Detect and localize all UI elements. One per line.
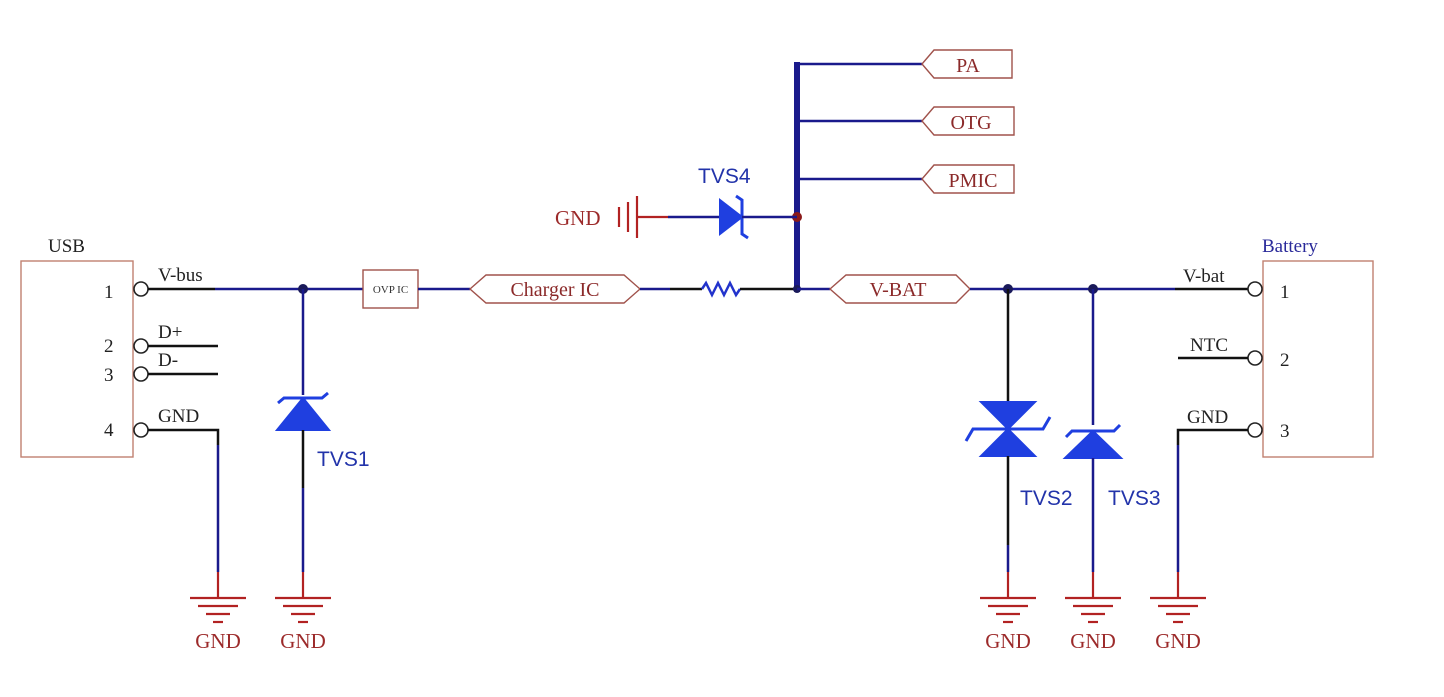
usb-pin1-number: 1	[104, 282, 114, 303]
tvs2-label: TVS2	[1020, 487, 1073, 510]
usb-pin2-terminal	[133, 338, 149, 354]
vbat-port: V-BAT	[828, 274, 971, 304]
usb-title: USB	[48, 236, 85, 257]
usb-dminus-label: D-	[158, 350, 178, 371]
battery-connector: Battery 1 2 3 V-bat NTC GND	[1176, 236, 1374, 572]
otg-label: OTG	[950, 112, 991, 134]
vbat-label: V-BAT	[869, 279, 926, 301]
tvs4-gnd-label: GND	[555, 206, 601, 230]
usb-dplus-label: D+	[158, 322, 182, 343]
tvs4-label: TVS4	[698, 165, 751, 188]
battery-gnd-stub	[1176, 428, 1248, 445]
battery-pin1-terminal	[1247, 281, 1263, 297]
tvs2-diode: TVS2	[964, 289, 1073, 572]
tvs3-diode: TVS3	[1062, 289, 1161, 572]
ovp-ic-label: OVP IC	[373, 284, 408, 296]
usb-vbus-label: V-bus	[158, 265, 203, 286]
battery-pin3-number: 3	[1280, 421, 1290, 442]
gnd-tvs2: GND	[980, 572, 1036, 653]
tvs4-branch: GND TVS4	[555, 165, 797, 240]
battery-pin3-terminal	[1247, 422, 1263, 438]
power-bus	[792, 62, 922, 293]
tvs1-label: TVS1	[317, 448, 370, 471]
battery-pin2-terminal	[1247, 350, 1263, 366]
usb-connector: USB 1 2 3 4 V-bus D+ D- GND	[20, 236, 220, 458]
otg-port: OTG	[921, 106, 1015, 136]
battery-ntc-label: NTC	[1190, 335, 1228, 356]
pmic-label: PMIC	[949, 170, 998, 192]
otg-port-shape	[921, 106, 1015, 136]
gnd-tvs1: GND	[275, 572, 331, 653]
gnd-battery-label: GND	[1155, 629, 1201, 653]
usb-gnd-label: GND	[158, 406, 199, 427]
gnd-usb-label: GND	[195, 629, 241, 653]
usb-pin3-terminal	[133, 366, 149, 382]
gnd-usb: GND	[190, 572, 246, 653]
gnd-tvs3-label: GND	[1070, 629, 1116, 653]
pmic-port: PMIC	[921, 164, 1015, 194]
usb-pin4-terminal	[133, 422, 149, 438]
usb-gnd-stub	[148, 428, 220, 445]
ovp-ic: OVP IC	[362, 269, 419, 309]
usb-pin3-number: 3	[104, 365, 114, 386]
usb-pin4-number: 4	[104, 420, 114, 441]
tvs2-diode-bar	[964, 416, 1052, 442]
gnd-battery: GND	[1150, 572, 1206, 653]
gnd-tvs1-label: GND	[280, 629, 326, 653]
tvs2-lower-triangle	[978, 427, 1038, 457]
usb-pin2-number: 2	[104, 336, 114, 357]
pa-port: PA	[921, 49, 1013, 79]
battery-title: Battery	[1262, 236, 1318, 257]
gnd-tvs2-label: GND	[985, 629, 1031, 653]
tvs3-label: TVS3	[1108, 487, 1161, 510]
tvs1-diode: TVS1	[274, 391, 370, 572]
battery-pin2-number: 2	[1280, 350, 1290, 371]
vbus-net	[148, 284, 363, 395]
usb-pin1-terminal	[133, 281, 149, 297]
tvs3-diode-triangle	[1062, 429, 1124, 459]
battery-gnd-label: GND	[1187, 407, 1228, 428]
battery-body	[1262, 260, 1374, 458]
pa-port-shape	[921, 49, 1013, 79]
charger-ic-port: Charger IC	[468, 274, 642, 304]
pa-label: PA	[956, 55, 980, 77]
tvs4-diode-triangle	[719, 197, 744, 237]
tvs1-diode-triangle	[274, 396, 332, 431]
battery-pin1-number: 1	[1280, 282, 1290, 303]
pmic-port-shape	[921, 164, 1015, 194]
tvs2-upper-triangle	[978, 401, 1038, 431]
gnd-tvs3: GND	[1065, 572, 1121, 653]
sense-resistor	[700, 280, 742, 298]
usb-body	[20, 260, 134, 458]
charger-ic-label: Charger IC	[510, 279, 599, 301]
battery-vbat-label: V-bat	[1183, 266, 1225, 287]
